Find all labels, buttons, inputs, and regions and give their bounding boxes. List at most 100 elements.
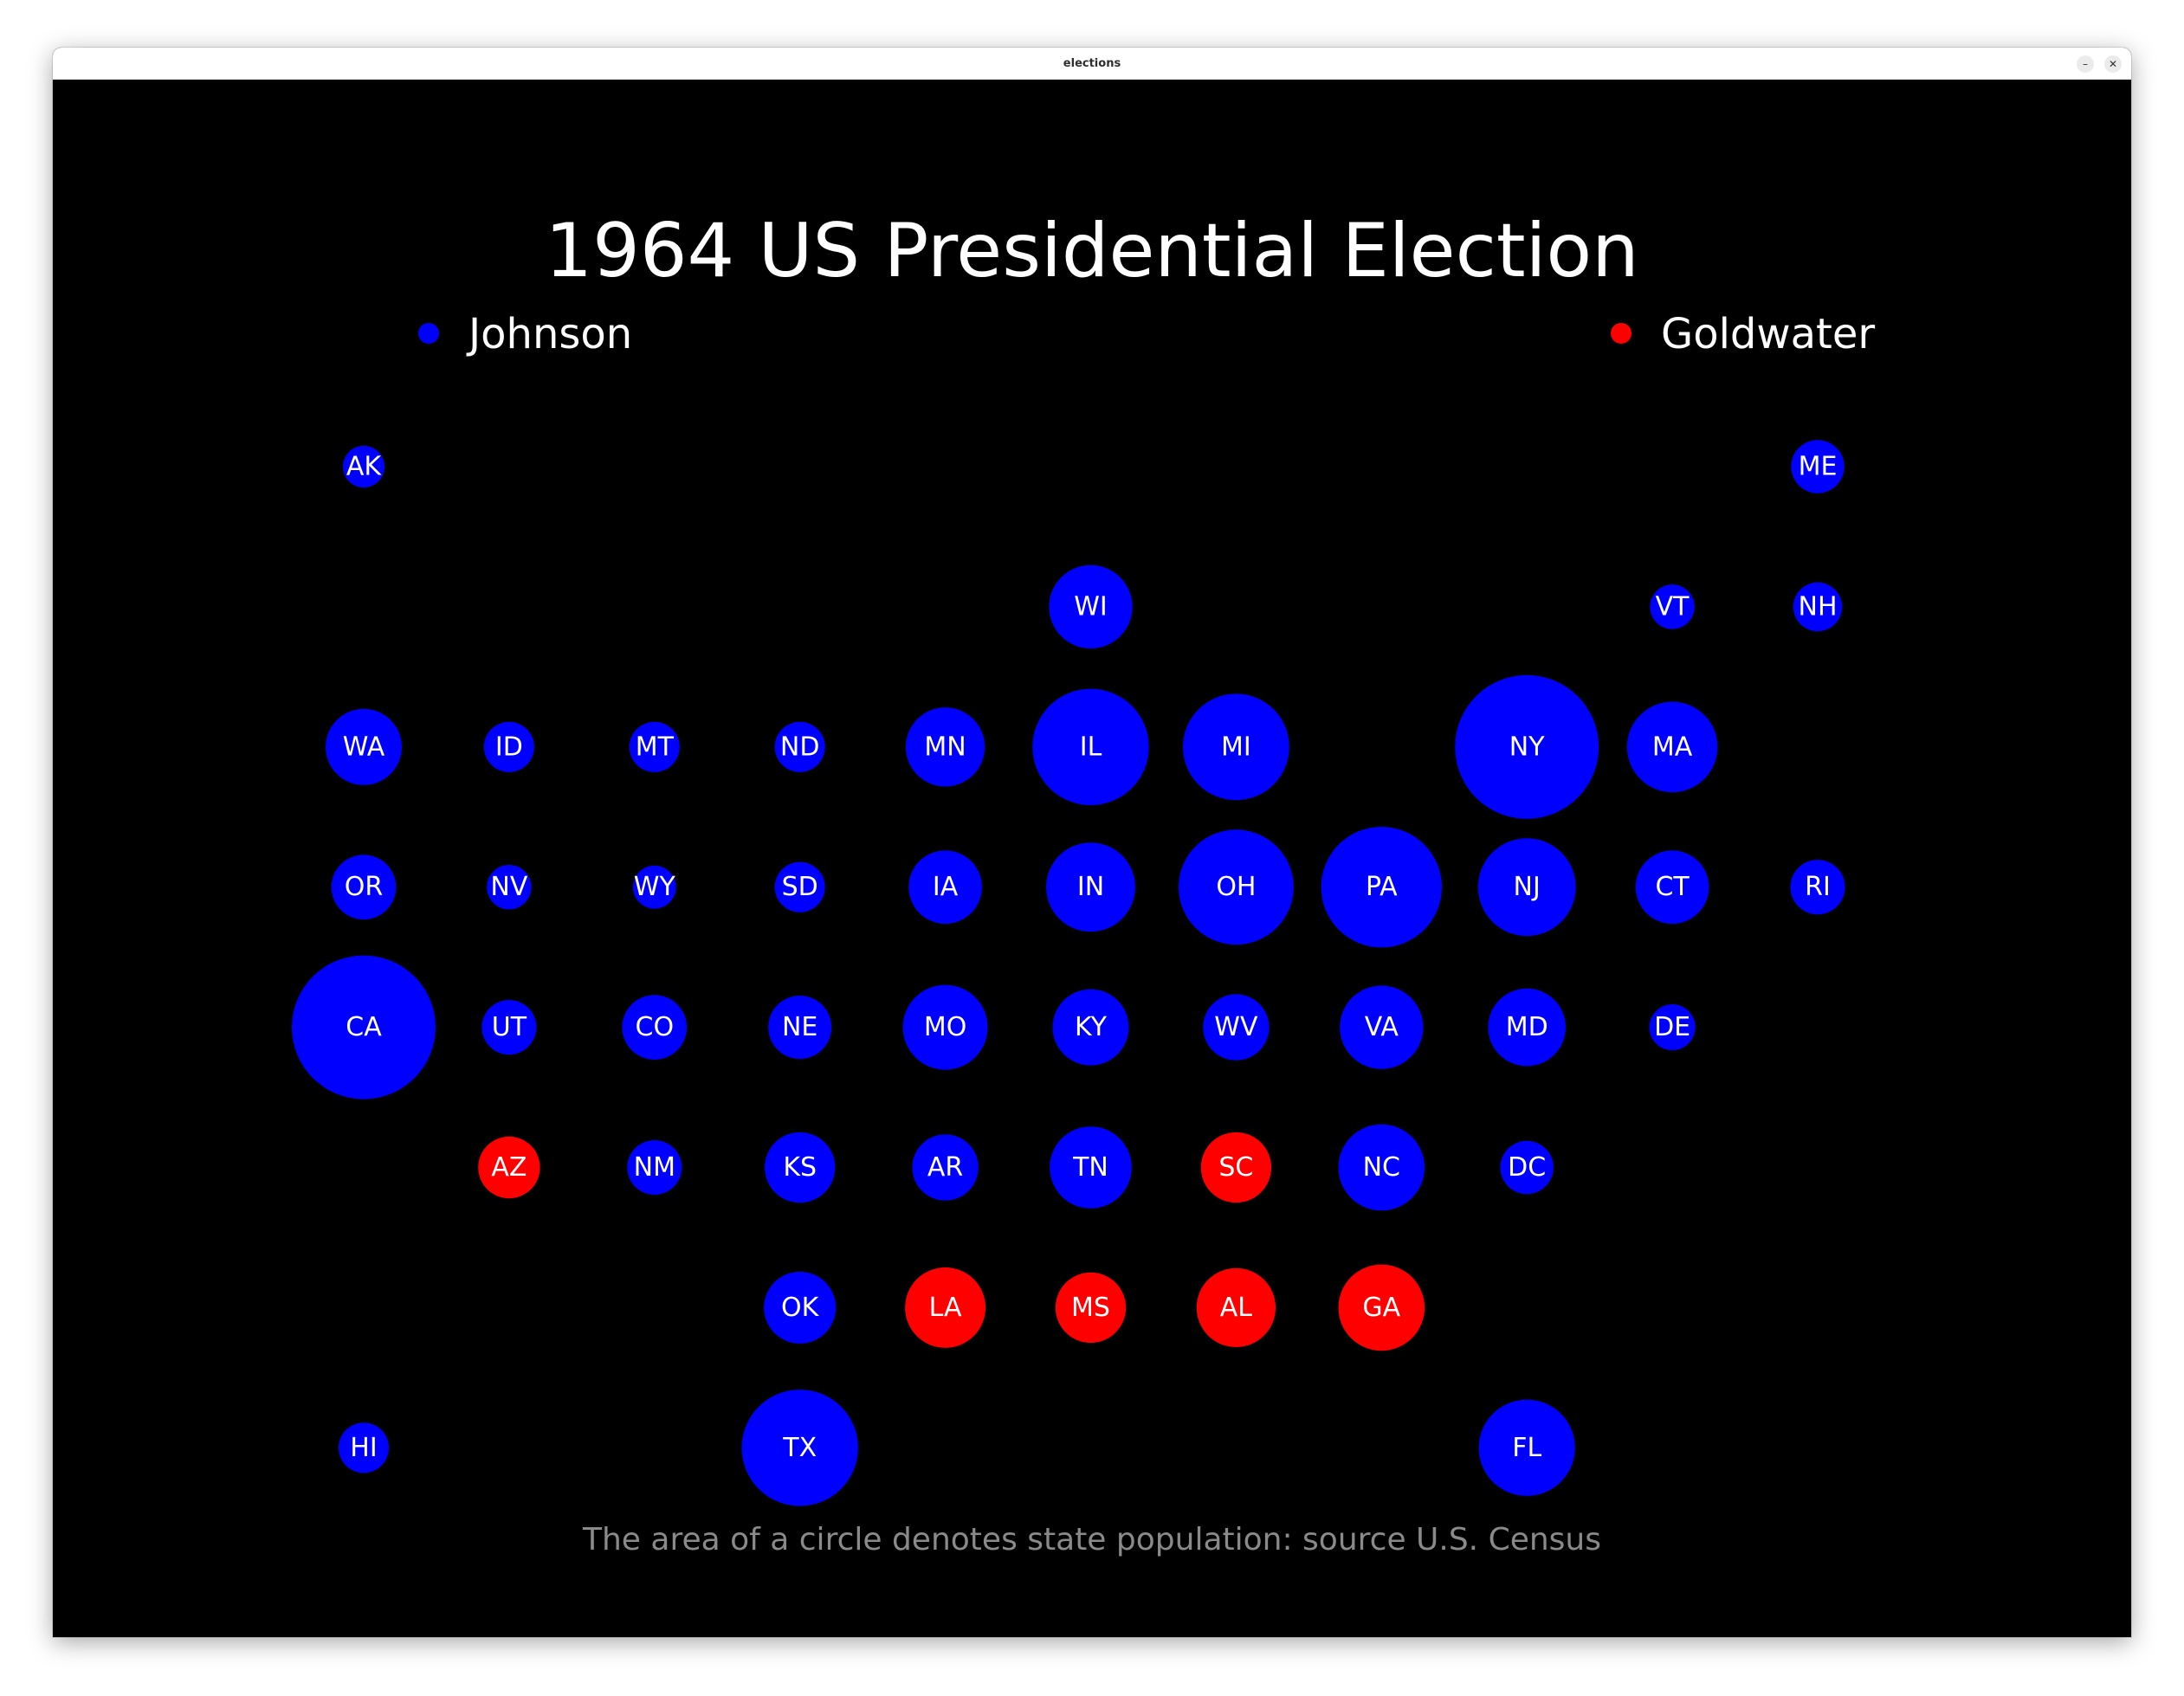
state-label: DC: [1508, 1152, 1546, 1183]
state-bubble-tn: TN: [1050, 1126, 1132, 1209]
close-icon: ✕: [2108, 58, 2118, 70]
state-circle: [632, 865, 676, 909]
state-circle: [627, 1139, 682, 1196]
state-bubble-ky: KY: [1052, 989, 1129, 1066]
state-circle: [478, 1136, 540, 1199]
state-circle: [1791, 440, 1845, 493]
state-bubble-ga: GA: [1338, 1264, 1425, 1351]
state-bubble-pa: PA: [1321, 826, 1443, 948]
state-circle: [326, 708, 402, 785]
state-bubble-co: CO: [622, 995, 688, 1060]
state-circle: [1049, 564, 1133, 649]
state-bubble-vt: VT: [1650, 584, 1695, 629]
state-label: MS: [1071, 1293, 1110, 1323]
minimize-button[interactable]: –: [2077, 55, 2094, 73]
close-button[interactable]: ✕: [2104, 55, 2122, 73]
state-label: AZ: [491, 1152, 527, 1183]
state-bubble-ok: OK: [764, 1271, 837, 1344]
state-bubble-fl: FL: [1478, 1399, 1575, 1496]
state-bubble-mi: MI: [1182, 693, 1289, 801]
state-circle: [1179, 829, 1294, 945]
state-circle: [1500, 1140, 1554, 1195]
state-bubble-ak: AK: [342, 445, 385, 488]
state-bubble-nd: ND: [774, 721, 825, 772]
state-bubble-mo: MO: [902, 984, 988, 1070]
state-label: WV: [1214, 1012, 1258, 1042]
title-bar[interactable]: elections – ✕: [53, 48, 2131, 80]
state-circle: [768, 996, 832, 1060]
state-label: NV: [490, 872, 527, 902]
chart-footnote: The area of a circle denotes state popul…: [583, 1522, 1601, 1557]
state-bubble-la: LA: [905, 1267, 986, 1348]
state-label: CA: [346, 1012, 382, 1042]
state-circle: [905, 707, 985, 787]
state-bubble-ct: CT: [1635, 850, 1709, 925]
state-bubble-wa: WA: [326, 708, 402, 785]
state-circle: [1455, 674, 1599, 819]
state-circle: [912, 1134, 979, 1201]
state-bubble-hi: HI: [338, 1422, 390, 1474]
state-label: AR: [927, 1152, 963, 1183]
state-circle: [774, 721, 825, 772]
state-bubble-nj: NJ: [1477, 838, 1576, 937]
state-label: WA: [343, 732, 385, 762]
chart-title: 1964 US Presidential Election: [545, 208, 1639, 294]
state-label: CT: [1655, 872, 1690, 902]
state-bubble-ia: IA: [908, 850, 982, 925]
state-label: TX: [782, 1433, 817, 1463]
state-circle: [1203, 994, 1270, 1061]
state-bubble-nh: NH: [1793, 582, 1843, 632]
state-label: SC: [1218, 1152, 1253, 1183]
state-circle: [774, 861, 825, 912]
state-label: TN: [1072, 1152, 1108, 1183]
legend-label-johnson: Johnson: [468, 310, 633, 358]
state-label: WI: [1074, 591, 1108, 622]
state-label: WY: [634, 872, 676, 902]
state-label: MA: [1652, 732, 1693, 762]
state-bubble-va: VA: [1340, 985, 1424, 1069]
state-bubble-il: IL: [1032, 688, 1149, 806]
state-circle: [483, 721, 534, 772]
state-circle: [1478, 1399, 1575, 1496]
state-circle: [905, 1267, 986, 1348]
state-circle: [338, 1422, 390, 1474]
state-circle: [1790, 860, 1845, 915]
state-circle: [1046, 842, 1135, 932]
state-label: ID: [495, 732, 523, 762]
state-circle: [1032, 688, 1149, 806]
state-label: NM: [634, 1152, 675, 1183]
state-circle: [741, 1390, 858, 1506]
state-bubble-ri: RI: [1790, 860, 1845, 915]
state-label: FL: [1512, 1433, 1541, 1463]
state-circle: [908, 850, 982, 925]
state-label: PA: [1366, 872, 1398, 902]
state-label: MI: [1221, 732, 1251, 762]
state-circle: [1055, 1272, 1127, 1344]
state-bubble-nv: NV: [487, 864, 532, 910]
state-circle: [1050, 1126, 1132, 1209]
state-bubble-ar: AR: [912, 1134, 979, 1201]
state-circle: [481, 1000, 537, 1055]
state-label: AL: [1220, 1293, 1253, 1323]
state-label: VA: [1365, 1012, 1399, 1042]
state-bubble-ca: CA: [292, 955, 436, 1099]
state-bubble-oh: OH: [1179, 829, 1294, 945]
state-label: OH: [1216, 872, 1256, 902]
state-bubble-tx: TX: [741, 1390, 858, 1506]
state-circle: [622, 995, 688, 1060]
state-circle: [1338, 1264, 1425, 1351]
state-label: DE: [1654, 1012, 1690, 1042]
state-circle: [1200, 1132, 1272, 1203]
state-bubble-md: MD: [1488, 988, 1567, 1067]
state-bubble-ms: MS: [1055, 1272, 1127, 1344]
state-circle: [1793, 582, 1843, 632]
state-bubble-me: ME: [1791, 440, 1845, 493]
state-bubble-id: ID: [483, 721, 534, 772]
state-label: LA: [929, 1293, 962, 1323]
state-circle: [1321, 826, 1443, 948]
state-bubble-in: IN: [1046, 842, 1135, 932]
state-circle: [1182, 693, 1289, 801]
state-circle: [487, 864, 532, 910]
state-circle: [1477, 838, 1576, 937]
